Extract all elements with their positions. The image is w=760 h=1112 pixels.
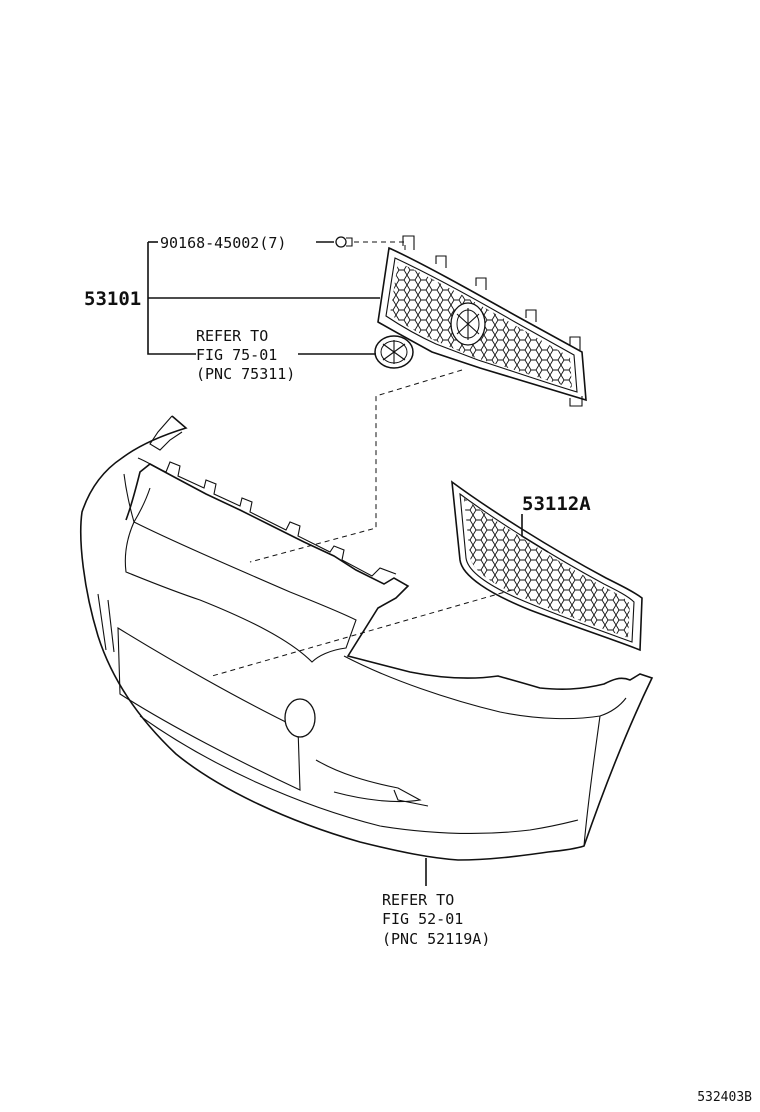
emblem-callout-line2: FIG 75-01 <box>196 346 277 364</box>
emblem <box>374 335 414 369</box>
bumper-callout-line3: (PNC 52119A) <box>382 930 490 948</box>
emblem-callout-line1: REFER TO <box>196 327 268 345</box>
alignment-lines <box>211 369 513 677</box>
lower-grille-part-number: 53112A <box>522 493 591 515</box>
grille-part-number: 53101 <box>84 288 141 310</box>
leader-lines <box>147 241 549 886</box>
emblem-callout-line3: (PNC 75311) <box>196 365 295 383</box>
front-bumper <box>80 415 654 861</box>
upper-grille <box>377 235 587 407</box>
bumper-callout-line1: REFER TO <box>382 891 454 909</box>
diagram-id: 532403B <box>697 1090 752 1105</box>
clip <box>335 236 406 250</box>
clip-part-number: 90168-45002(7) <box>160 234 286 252</box>
bumper-callout-line2: FIG 52-01 <box>382 910 463 928</box>
